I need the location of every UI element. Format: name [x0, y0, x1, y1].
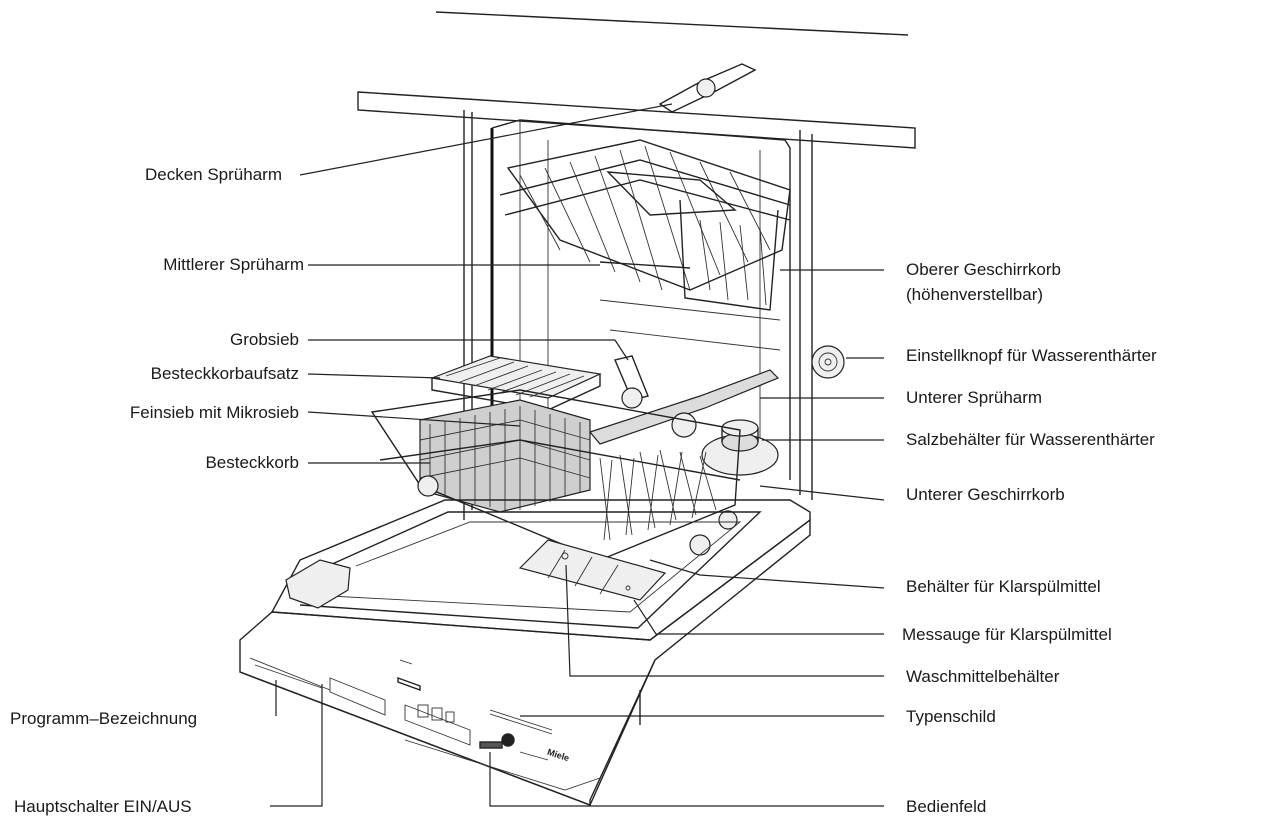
- label-grobsieb: Grobsieb: [230, 330, 299, 349]
- label-programm-bezeichnung: Programm–Bezeichnung: [10, 709, 198, 728]
- label-unterer-spruharm: Unterer Sprüharm: [906, 388, 1043, 407]
- lower-spray-arm-shape: [588, 369, 780, 445]
- countertop-front: [357, 91, 916, 149]
- leader-unterer-korb: [759, 485, 885, 501]
- label-besteckkorbaufsatz: Besteckkorbaufsatz: [150, 364, 299, 383]
- label-decken-spruharm: Decken Sprüharm: [144, 165, 282, 184]
- label-hauptschalter: Hauptschalter EIN/AUS: [14, 797, 192, 816]
- label-bedienfeld: Bedienfeld: [906, 797, 987, 816]
- label-waschmittelbehalter: Waschmittelbehälter: [906, 667, 1060, 686]
- label-salzbehalter: Salzbehälter für Wasserenthärter: [906, 430, 1155, 449]
- label-oberer-geschirrkorb: Oberer Geschirrkorb: [906, 260, 1061, 279]
- label-unterer-geschirrkorb: Unterer Geschirrkorb: [906, 485, 1065, 504]
- control-panel: [417, 704, 549, 761]
- door-dispensers: [518, 539, 667, 601]
- leader-besteckkorbaufsatz: [307, 373, 441, 379]
- leader-decken: [299, 103, 673, 176]
- softener-dial: [811, 345, 845, 379]
- open-door: [239, 499, 811, 807]
- leader-lines: [270, 103, 885, 807]
- tub-top-edge: [491, 119, 791, 480]
- countertop-top-edge: [435, 11, 909, 36]
- label-behalter-klarspulmittel: Behälter für Klarspülmittel: [906, 577, 1101, 596]
- tub-rails: [599, 299, 781, 351]
- label-einstellknopf: Einstellknopf für Wasserenthärter: [906, 346, 1157, 365]
- ceiling-spray-hub: [696, 78, 716, 98]
- salt-container-shape: [701, 419, 779, 476]
- leader-bedienfeld: [489, 752, 884, 807]
- label-typenschild: Typenschild: [906, 707, 996, 726]
- leader-messauge: [633, 599, 884, 635]
- leader-klarspulmittel: [649, 559, 885, 589]
- leader-hauptschalter: [270, 684, 323, 807]
- label-oberer-geschirrkorb-note: (höhenverstellbar): [906, 285, 1044, 304]
- upper-basket: [499, 139, 791, 311]
- leader-feinsieb: [307, 411, 521, 427]
- middle-spray-arm-shape: [599, 261, 691, 269]
- label-mittlerer-spruharm: Mittlerer Sprüharm: [163, 255, 304, 274]
- label-messauge: Messauge für Klarspülmittel: [902, 625, 1112, 644]
- lower-spray-hub: [671, 412, 697, 438]
- label-besteckkorb: Besteckkorb: [205, 453, 299, 472]
- filter-cap: [621, 387, 643, 409]
- leader-waschmittel: [565, 564, 884, 677]
- label-feinsieb: Feinsieb mit Mikrosieb: [129, 403, 299, 422]
